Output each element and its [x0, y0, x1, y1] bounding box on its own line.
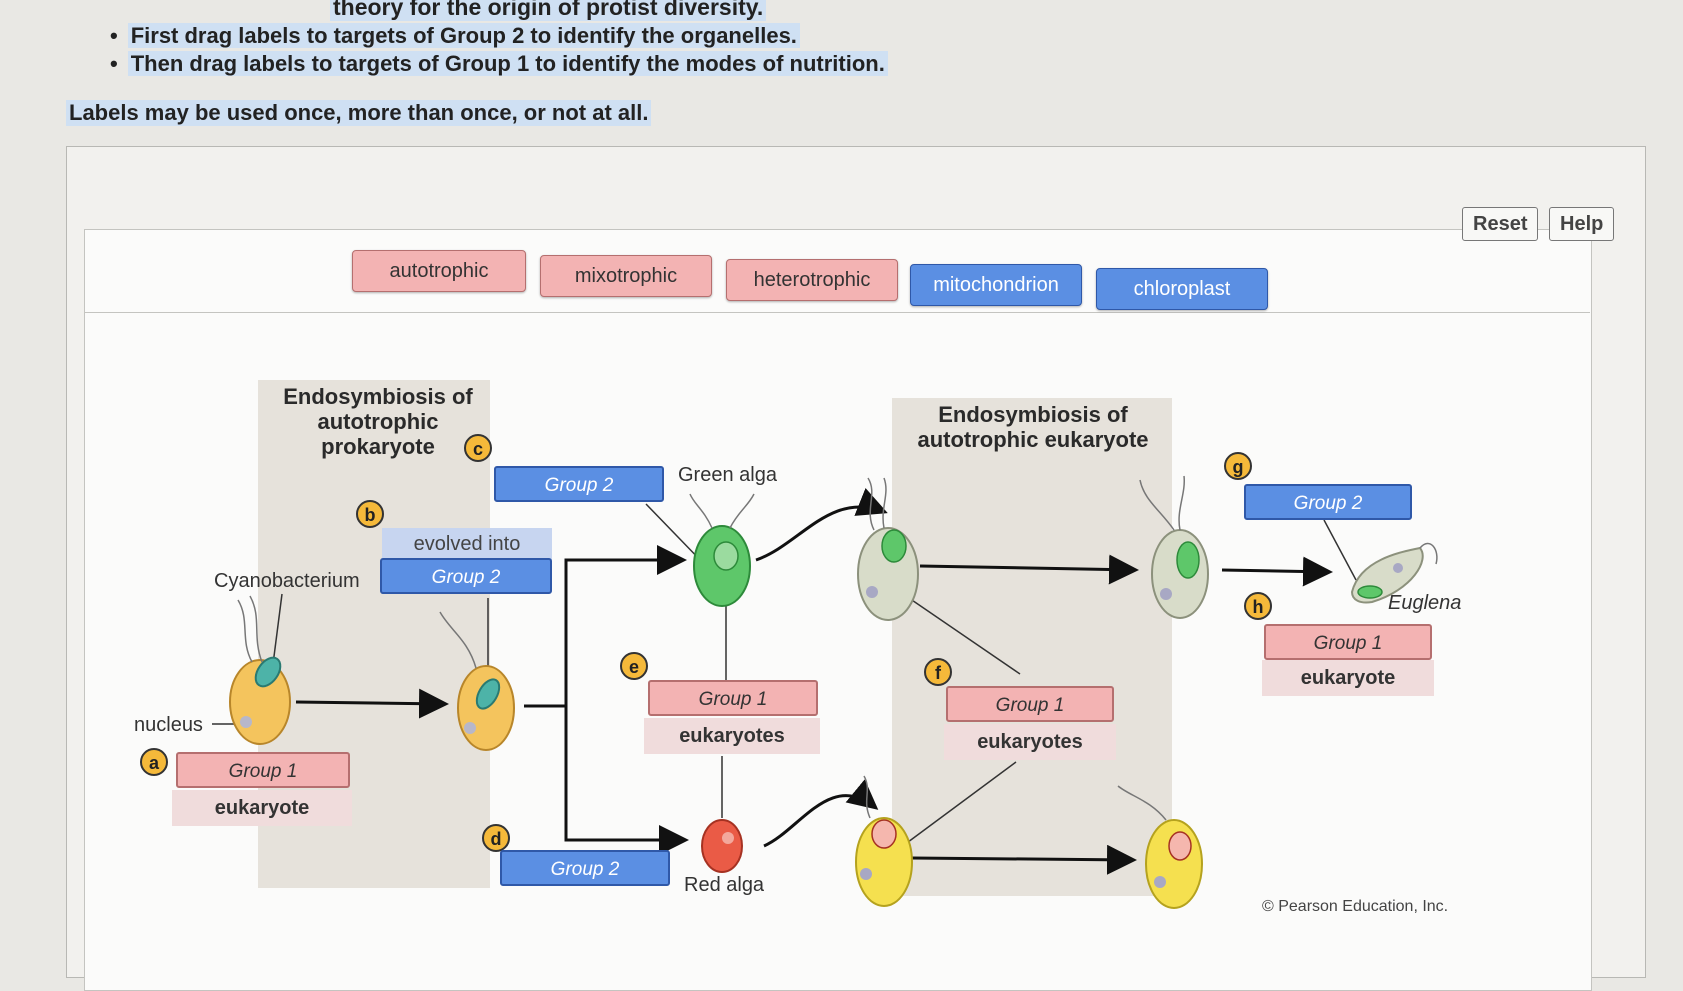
target-a-sub: eukaryote — [172, 790, 352, 826]
label-autotrophic[interactable]: autotrophic — [352, 250, 526, 292]
marker-h: h — [1244, 592, 1272, 620]
target-d-group2[interactable]: Group 2 — [500, 850, 670, 886]
header-prokaryote-endosymbiosis: Endosymbiosis of autotrophic prokaryote — [283, 384, 473, 459]
cyanobacterium-label: Cyanobacterium — [214, 570, 360, 592]
arrow-cyano-to-eukaryote — [295, 688, 449, 719]
target-c-group2[interactable]: Group 2 — [494, 466, 664, 502]
target-a-group1[interactable]: Group 1 — [176, 752, 350, 788]
target-f-sub: eukaryotes — [944, 724, 1116, 760]
marker-c: c — [464, 434, 492, 462]
secondary-red-cell — [1145, 819, 1203, 909]
label-mitochondrion[interactable]: mitochondrion — [910, 264, 1082, 306]
target-g-group2[interactable]: Group 2 — [1244, 484, 1412, 520]
marker-f: f — [924, 658, 952, 686]
arrow-to-green-alga — [524, 545, 687, 708]
help-button[interactable]: Help — [1549, 207, 1615, 241]
target-b-sub: evolved into — [382, 528, 552, 560]
label-bank-divider — [84, 312, 1590, 313]
target-e-sub: eukaryotes — [644, 718, 820, 754]
euglena-label: Euglena — [1388, 592, 1462, 614]
nucleus-label: nucleus — [134, 714, 203, 736]
copyright-notice: © Pearson Education, Inc. — [1262, 898, 1449, 915]
target-h-sub: eukaryote — [1262, 660, 1434, 696]
marker-a: a — [140, 748, 168, 776]
marker-b: b — [356, 500, 384, 528]
arrow-to-euglena — [1221, 556, 1333, 587]
arrow-red-engulfed — [763, 779, 879, 848]
marker-d: d — [482, 824, 510, 852]
host-cell-red-engulf — [855, 817, 913, 907]
instruction-bullet-1: First drag labels to targets of Group 2 … — [127, 23, 800, 48]
instruction-bullet-2: Then drag labels to targets of Group 1 t… — [127, 51, 888, 76]
green-alga-label: Green alga — [678, 464, 777, 486]
label-heterotrophic[interactable]: heterotrophic — [726, 259, 898, 301]
label-chloroplast[interactable]: chloroplast — [1096, 268, 1268, 310]
marker-g: g — [1224, 452, 1252, 480]
target-b-group2[interactable]: Group 2 — [380, 558, 552, 594]
instructions-list: First drag labels to targets of Group 2 … — [110, 22, 888, 78]
reset-button[interactable]: Reset — [1462, 207, 1539, 241]
labels-note: Labels may be used once, more than once,… — [66, 100, 652, 126]
arrow-to-red-alga — [564, 706, 689, 855]
target-f-group1[interactable]: Group 1 — [946, 686, 1114, 722]
eukaryote-endosymbiosis-region — [892, 398, 1172, 896]
target-e-group1[interactable]: Group 1 — [648, 680, 818, 716]
label-mixotrophic[interactable]: mixotrophic — [540, 255, 712, 297]
red-alga-cell — [701, 819, 743, 873]
arrow-green-engulfed — [755, 488, 888, 562]
red-alga-label: Red alga — [684, 874, 765, 896]
arrow-red-secondary — [911, 844, 1137, 875]
header-eukaryote-endosymbiosis: Endosymbiosis of autotrophic eukaryote — [917, 402, 1149, 452]
marker-e: e — [620, 652, 648, 680]
diagram-artwork — [212, 475, 1438, 909]
arrow-green-secondary — [919, 554, 1139, 585]
target-h-group1[interactable]: Group 1 — [1264, 624, 1432, 660]
instructions-title: theory for the origin of protist diversi… — [330, 0, 767, 21]
secondary-green-cell — [1151, 529, 1209, 619]
